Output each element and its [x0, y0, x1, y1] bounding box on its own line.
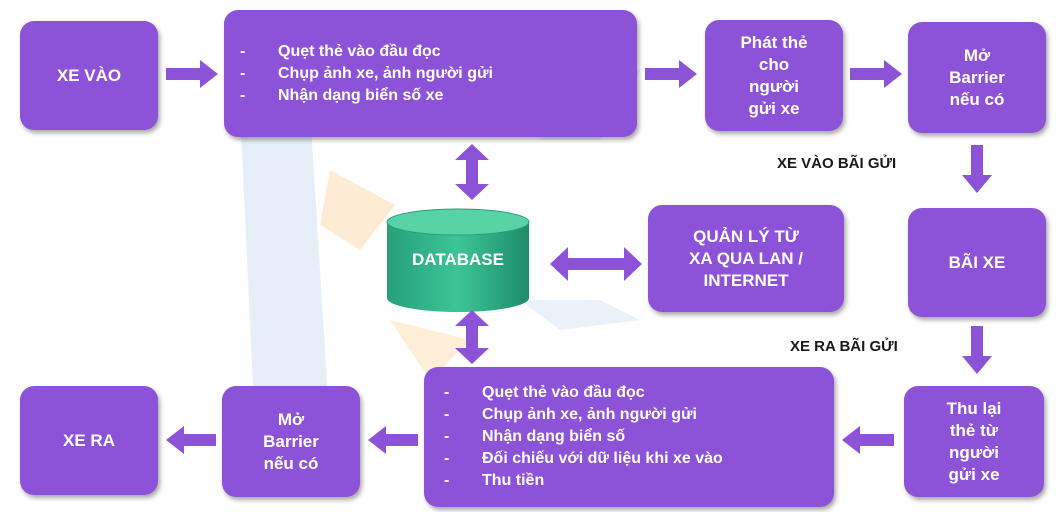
exit-process-list: Quẹt thẻ vào đầu đọc Chụp ảnh xe, ảnh ng…: [444, 382, 723, 492]
arrow-right-icon: [166, 60, 218, 88]
database-label: DATABASE: [412, 250, 504, 269]
double-arrow-vertical-icon: [455, 310, 489, 364]
exit-step: Thu tiền: [444, 470, 723, 492]
out-of-lot-label: XE RA BÃI GỬI: [790, 338, 898, 355]
xe-ra-box: XE RA: [20, 386, 158, 495]
arrow-left-icon: [368, 426, 418, 454]
entry-step: Chụp ảnh xe, ảnh người gửi: [240, 63, 493, 85]
parking-lot-box: BÃI XE: [908, 208, 1046, 317]
open-barrier-exit-label: Mở Barrier nếu có: [263, 409, 319, 473]
arrow-left-icon: [842, 426, 894, 454]
entry-process-box: Quẹt thẻ vào đầu đọc Chụp ảnh xe, ảnh ng…: [224, 10, 637, 137]
double-arrow-vertical-icon: [455, 144, 489, 200]
into-lot-label: XE VÀO BÃI GỬI: [777, 155, 897, 172]
xe-vao-label: XE VÀO: [56, 65, 122, 85]
issue-card-label: Phát thẻ cho người gửi xe: [740, 32, 808, 118]
issue-card-box: Phát thẻ cho người gửi xe: [705, 20, 843, 131]
exit-step: Chụp ảnh xe, ảnh người gửi: [444, 404, 723, 426]
entry-step: Quẹt thẻ vào đầu đọc: [240, 41, 493, 63]
collect-card-label: Thu lại thẻ từ người gửi xe: [946, 398, 1002, 484]
open-barrier-entry-label: Mở Barrier nếu có: [949, 45, 1005, 109]
arrow-down-icon: [962, 326, 992, 374]
arrow-left-icon: [166, 426, 216, 454]
open-barrier-exit-box: Mở Barrier nếu có: [222, 386, 360, 497]
entry-process-list: Quẹt thẻ vào đầu đọc Chụp ảnh xe, ảnh ng…: [240, 41, 493, 107]
exit-step: Đối chiếu với dữ liệu khi xe vào: [444, 448, 723, 470]
exit-step: Quẹt thẻ vào đầu đọc: [444, 382, 723, 404]
exit-step: Nhận dạng biển số: [444, 426, 723, 448]
parking-lot-label: BÃI XE: [948, 252, 1006, 272]
xe-ra-label: XE RA: [63, 430, 115, 450]
arrow-right-icon: [850, 60, 902, 88]
double-arrow-horizontal-icon: [550, 247, 642, 281]
arrow-right-icon: [645, 60, 697, 88]
remote-management-box: QUẢN LÝ TỪ XA QUA LAN / INTERNET: [648, 205, 844, 312]
entry-step: Nhận dạng biển số xe: [240, 85, 493, 107]
database-cylinder: [386, 208, 530, 312]
exit-process-box: Quẹt thẻ vào đầu đọc Chụp ảnh xe, ảnh ng…: [424, 367, 834, 507]
collect-card-box: Thu lại thẻ từ người gửi xe: [904, 386, 1044, 497]
remote-management-label: QUẢN LÝ TỪ XA QUA LAN / INTERNET: [689, 226, 803, 290]
arrow-down-icon: [962, 145, 992, 193]
open-barrier-entry-box: Mở Barrier nếu có: [908, 22, 1046, 133]
xe-vao-box: XE VÀO: [20, 21, 158, 130]
